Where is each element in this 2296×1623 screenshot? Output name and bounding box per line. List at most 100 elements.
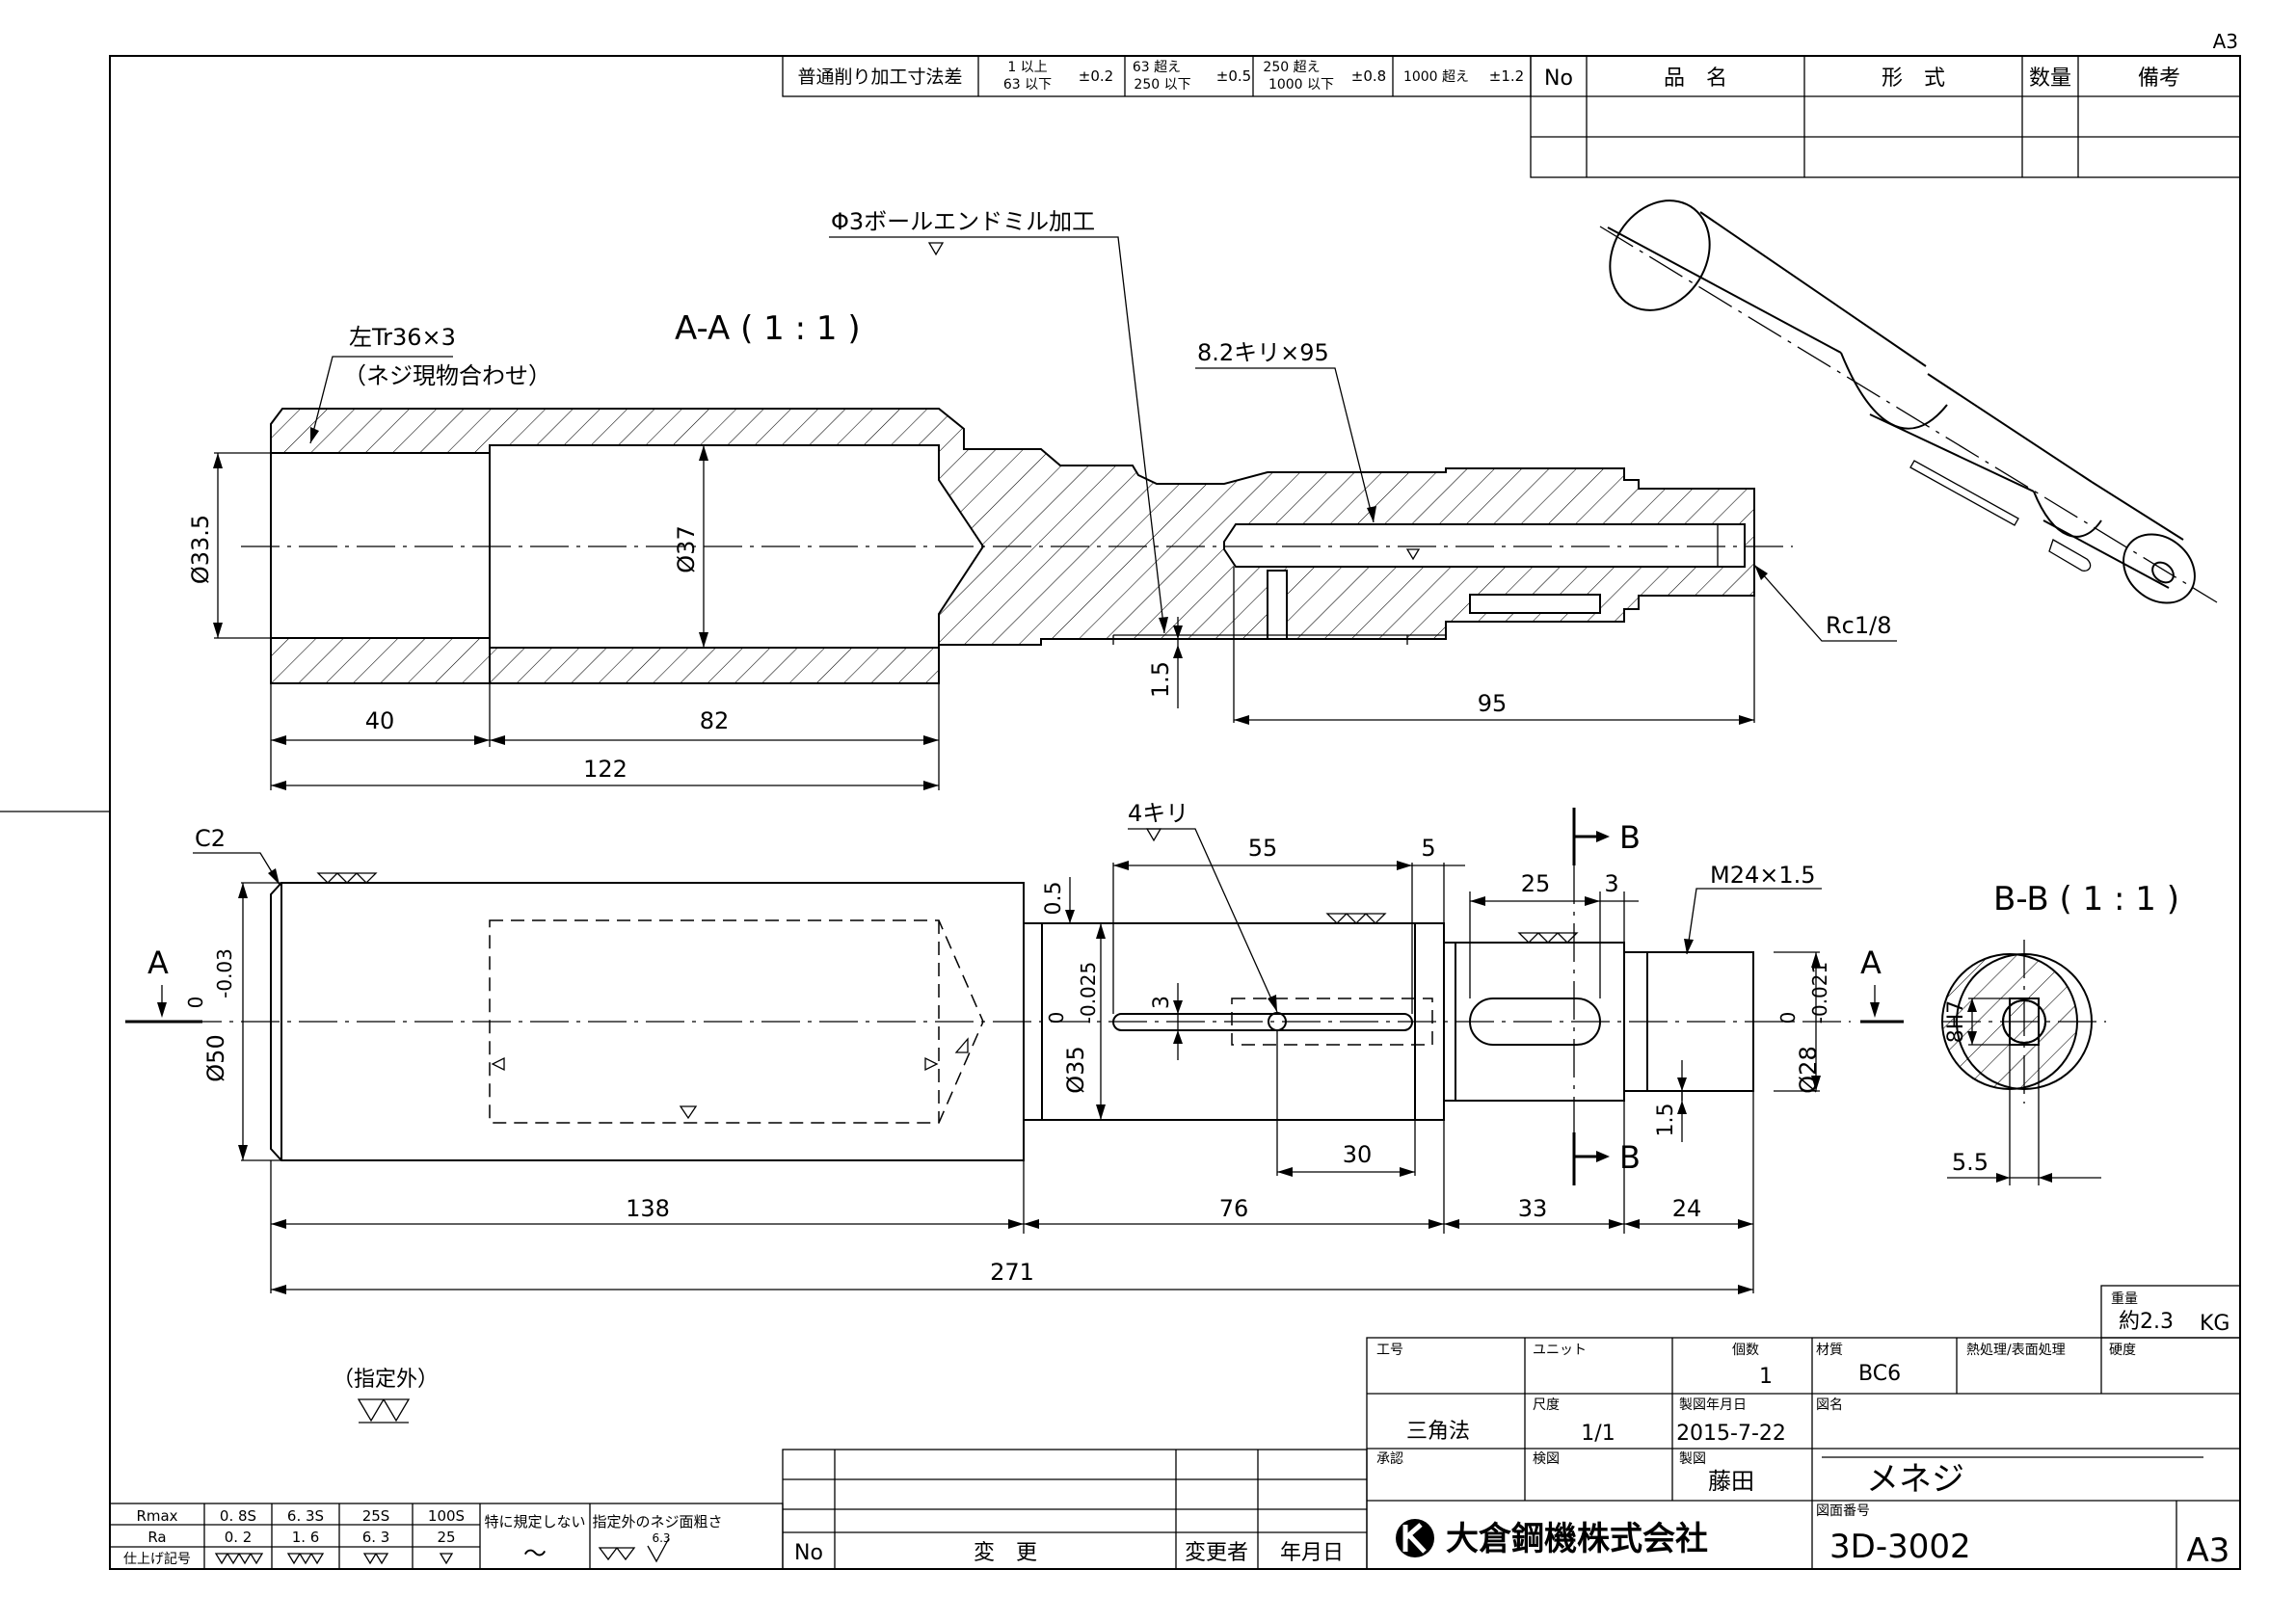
svg-text:1.5: 1.5 bbox=[1147, 661, 1174, 698]
svg-text:122: 122 bbox=[583, 756, 627, 783]
svg-text:-0.025: -0.025 bbox=[1077, 962, 1100, 1024]
svg-text:±0.8: ±0.8 bbox=[1351, 67, 1386, 85]
svg-text:KG: KG bbox=[2200, 1312, 2229, 1336]
section-mark-b-bottom: B bbox=[1619, 1139, 1641, 1176]
main-view: A A B B Ø50 0 -0.03 Ø35 0 -0.025 Ø28 0 -… bbox=[125, 800, 1904, 1294]
tolerance-table: 普通削り加工寸法差 1 以上 63 以下 ±0.2 63 超え 250 以下 ±… bbox=[782, 55, 1532, 97]
svg-text:0: 0 bbox=[1776, 1012, 1800, 1024]
svg-text:3: 3 bbox=[1150, 996, 1174, 1009]
svg-text:承認: 承認 bbox=[1376, 1451, 1403, 1467]
svg-text:±1.2: ±1.2 bbox=[1489, 67, 1524, 85]
svg-text:1 以上: 1 以上 bbox=[1007, 60, 1047, 75]
svg-text:-0.03: -0.03 bbox=[213, 948, 236, 998]
svg-text:6. 3S: 6. 3S bbox=[287, 1507, 324, 1525]
svg-text:5.5: 5.5 bbox=[1952, 1149, 1989, 1176]
svg-text:0. 2: 0. 2 bbox=[225, 1529, 253, 1546]
section-mark-b-top: B bbox=[1619, 819, 1641, 856]
svg-text:24: 24 bbox=[1672, 1195, 1702, 1222]
drawing-number: 3D-3002 bbox=[1829, 1528, 1971, 1566]
svg-text:2015-7-22: 2015-7-22 bbox=[1676, 1422, 1786, 1446]
svg-text:Ø37: Ø37 bbox=[673, 525, 700, 572]
title-block: 重量 約2.3 KG 工号 ユニット 個数 1 材質 BC6 熱処理/表面処理 … bbox=[1366, 1285, 2241, 1570]
svg-text:63 以下: 63 以下 bbox=[1003, 77, 1052, 93]
svg-text:-0.021: -0.021 bbox=[1808, 962, 1831, 1024]
svg-text:図面番号: 図面番号 bbox=[1816, 1503, 1870, 1519]
svg-text:形 式: 形 式 bbox=[1882, 67, 1945, 91]
svg-text:0.5: 0.5 bbox=[1042, 882, 1066, 916]
svg-text:～: ～ bbox=[523, 1540, 547, 1567]
svg-text:±0.5: ±0.5 bbox=[1216, 67, 1251, 85]
svg-text:Ø35: Ø35 bbox=[1062, 1046, 1089, 1093]
svg-text:熱処理/表面処理: 熱処理/表面処理 bbox=[1966, 1343, 2066, 1358]
weight-value: 約2.3 bbox=[2119, 1310, 2174, 1334]
svg-text:1: 1 bbox=[1759, 1365, 1773, 1389]
svg-text:271: 271 bbox=[990, 1259, 1034, 1286]
svg-text:尺度: 尺度 bbox=[1533, 1397, 1560, 1413]
svg-text:備考: 備考 bbox=[2138, 67, 2180, 91]
svg-text:1000 以下: 1000 以下 bbox=[1268, 77, 1334, 93]
svg-text:1. 6: 1. 6 bbox=[292, 1529, 320, 1546]
section-aa-title: A-A ( 1 : 1 ) bbox=[675, 309, 861, 348]
svg-text:Φ3ボールエンドミル加工: Φ3ボールエンドミル加工 bbox=[831, 208, 1095, 235]
svg-text:76: 76 bbox=[1219, 1195, 1249, 1222]
svg-text:重量: 重量 bbox=[2111, 1291, 2138, 1307]
svg-text:M24×1.5: M24×1.5 bbox=[1710, 862, 1816, 889]
section-mark-a-left: A bbox=[147, 945, 169, 981]
svg-text:0: 0 bbox=[1045, 1012, 1068, 1024]
svg-text:25: 25 bbox=[437, 1529, 455, 1546]
svg-text:品 名: 品 名 bbox=[1664, 67, 1727, 91]
svg-text:変 更: 変 更 bbox=[974, 1541, 1037, 1565]
svg-text:250 以下: 250 以下 bbox=[1134, 77, 1190, 93]
svg-text:藤田: 藤田 bbox=[1708, 1468, 1754, 1495]
isometric-view bbox=[1599, 200, 2218, 604]
svg-text:工号: 工号 bbox=[1376, 1343, 1403, 1358]
svg-text:数量: 数量 bbox=[2029, 67, 2071, 91]
svg-text:仕上げ記号: 仕上げ記号 bbox=[123, 1551, 191, 1567]
svg-text:1000 超え: 1000 超え bbox=[1403, 69, 1469, 85]
svg-text:33: 33 bbox=[1518, 1195, 1548, 1222]
drawing-name: メネジ bbox=[1866, 1460, 1964, 1499]
section-aa: A-A ( 1 : 1 ) Ø33.5 Ø37 40 82 122 95 bbox=[187, 208, 1897, 790]
svg-text:63 超え: 63 超え bbox=[1133, 60, 1181, 75]
svg-text:3: 3 bbox=[1604, 870, 1618, 897]
svg-text:0. 8S: 0. 8S bbox=[220, 1507, 256, 1525]
svg-text:年月日: 年月日 bbox=[1280, 1541, 1344, 1565]
svg-text:138: 138 bbox=[626, 1195, 670, 1222]
svg-text:25: 25 bbox=[1521, 870, 1551, 897]
svg-text:±0.2: ±0.2 bbox=[1079, 67, 1113, 85]
svg-text:製図年月日: 製図年月日 bbox=[1679, 1397, 1747, 1413]
svg-text:5: 5 bbox=[1421, 835, 1435, 862]
svg-text:4キリ: 4キリ bbox=[1128, 800, 1188, 827]
company-name: 大倉鋼機株式会社 bbox=[1446, 1520, 1708, 1558]
section-bb: B-B ( 1 : 1 ) 8H7 5.5 bbox=[1940, 880, 2179, 1185]
svg-text:個数: 個数 bbox=[1732, 1343, 1759, 1358]
svg-text:1.5: 1.5 bbox=[1654, 1104, 1678, 1137]
company-logo bbox=[1396, 1519, 1434, 1557]
finish-note: （指定外） bbox=[333, 1368, 439, 1423]
svg-text:250 超え: 250 超え bbox=[1263, 60, 1320, 75]
svg-text:No: No bbox=[794, 1541, 823, 1565]
svg-text:Ra: Ra bbox=[147, 1529, 166, 1546]
svg-text:6.3: 6.3 bbox=[652, 1531, 670, 1545]
svg-text:55: 55 bbox=[1248, 835, 1278, 862]
svg-text:100S: 100S bbox=[428, 1507, 465, 1525]
svg-text:8H7: 8H7 bbox=[1944, 1000, 1968, 1044]
svg-text:三角法: 三角法 bbox=[1406, 1420, 1470, 1444]
svg-text:ユニット: ユニット bbox=[1533, 1343, 1587, 1358]
svg-text:Rc1/8: Rc1/8 bbox=[1826, 612, 1892, 639]
svg-text:8.2キリ×95: 8.2キリ×95 bbox=[1197, 339, 1329, 366]
sheet-size-box: A3 bbox=[2187, 1531, 2230, 1570]
svg-text:BC6: BC6 bbox=[1858, 1362, 1901, 1386]
svg-text:変更者: 変更者 bbox=[1185, 1541, 1248, 1565]
svg-text:30: 30 bbox=[1343, 1141, 1373, 1168]
svg-text:（指定外）: （指定外） bbox=[333, 1368, 439, 1392]
svg-text:25S: 25S bbox=[362, 1507, 390, 1525]
svg-text:特に規定しない: 特に規定しない bbox=[484, 1513, 585, 1530]
svg-text:製図: 製図 bbox=[1679, 1451, 1706, 1467]
svg-text:No: No bbox=[1544, 67, 1573, 91]
svg-text:指定外のネジ面粗さ: 指定外のネジ面粗さ bbox=[592, 1513, 722, 1530]
svg-text:40: 40 bbox=[365, 707, 395, 734]
svg-text:Ø33.5: Ø33.5 bbox=[187, 515, 214, 584]
svg-text:図名: 図名 bbox=[1816, 1397, 1843, 1413]
